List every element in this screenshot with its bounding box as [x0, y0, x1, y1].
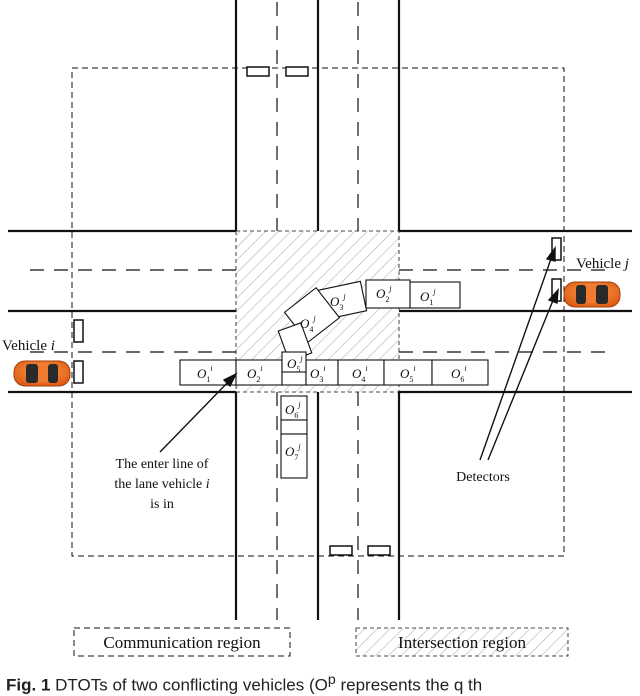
legend-communication-label: Communication region — [103, 633, 261, 652]
occupancy-i-6: O6i — [451, 364, 467, 384]
legend-intersection-box — [355, 627, 569, 657]
svg-text:The enter line of: The enter line of — [116, 457, 209, 472]
detectors-label: Detectors — [456, 470, 510, 485]
occupancy-i-labels: O1i O2i O3i O4i O5i O6i — [197, 364, 467, 384]
detector-top-1 — [246, 66, 270, 77]
occupancy-j-6: O6j — [285, 400, 301, 420]
caption-text: DTOTs of two conflicting vehicles (O — [55, 675, 328, 695]
occupancy-j-3: O3j — [330, 292, 346, 312]
caption-text-sup: p — [327, 672, 336, 688]
svg-text:is in: is in — [150, 497, 174, 512]
legend-intersection-label: Intersection region — [398, 633, 526, 652]
enter-line-annotation: The enter line of the lane vehicle i is … — [114, 457, 209, 512]
occupancy-j-5: O5j — [287, 354, 303, 374]
occupancy-i-1: O1i — [197, 364, 213, 384]
caption-text-rest: represents the q th — [335, 675, 483, 695]
detector-left-1 — [73, 319, 84, 343]
occupancy-i-4: O4i — [352, 364, 368, 384]
car-icon-vehicle-i — [13, 360, 71, 387]
vertical-lane-dashes — [276, 2, 359, 620]
caption-fig-label: Fig. 1 — [6, 675, 51, 695]
detector-bottom-2 — [367, 545, 391, 556]
detector-left-2 — [73, 360, 84, 384]
legend-communication-box — [73, 627, 291, 657]
annotation-arrows — [159, 245, 559, 461]
svg-text:the lane vehicle i: the lane vehicle i — [114, 477, 209, 492]
occupancy-j-boxes — [277, 279, 461, 479]
detectors — [73, 66, 562, 556]
horizontal-lane-dashes — [30, 269, 610, 353]
occupancy-j-4: O4j — [300, 314, 316, 334]
occupancy-i-2: O2i — [247, 364, 263, 384]
occupancy-j-1: O1j — [420, 287, 436, 307]
detector-right-1 — [551, 237, 562, 261]
car-icon-vehicle-j — [563, 281, 621, 308]
vehicle-j-label: Vehicle j — [576, 256, 629, 272]
vertical-road — [234, 0, 401, 620]
occupancy-j-2: O2j — [376, 284, 392, 304]
occupancy-i-5: O5i — [400, 364, 416, 384]
occupancy-j-labels: O1j O2j O3j O4j O5j O6j O7j — [285, 284, 436, 462]
legend: Communication region Intersection region — [73, 627, 569, 657]
vehicle-i-label: Vehicle i — [2, 338, 55, 354]
occupancy-j-7: O7j — [285, 442, 301, 462]
detector-bottom-1 — [329, 545, 353, 556]
occupancy-i-3: O3i — [310, 364, 326, 384]
figure-caption: Fig. 1 DTOTs of two conflicting vehicles… — [6, 672, 640, 696]
detector-top-2 — [285, 66, 309, 77]
